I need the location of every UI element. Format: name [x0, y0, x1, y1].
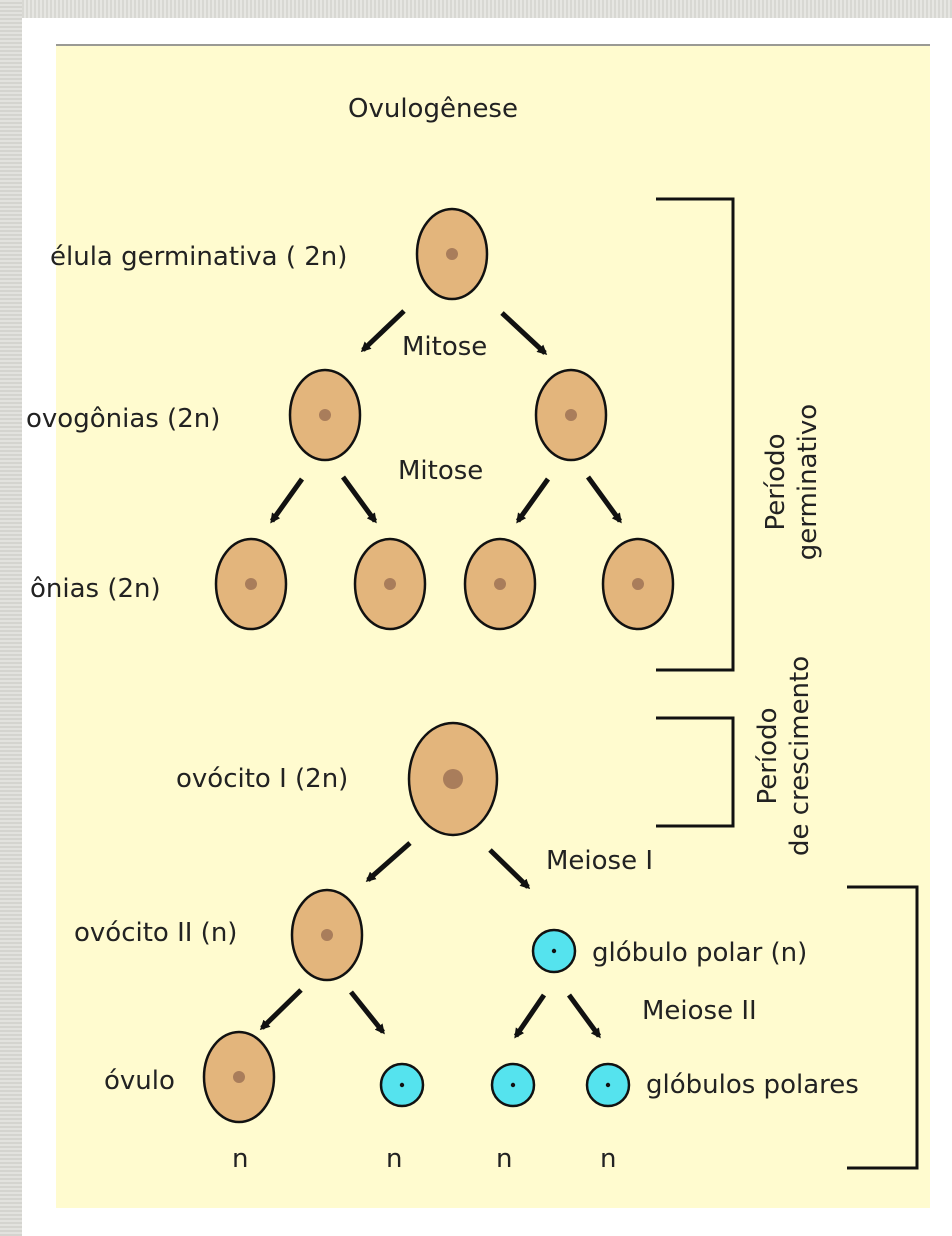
polar-bodies-label: glóbulos polares [646, 1070, 859, 1100]
growth-period-label-line2: de crescimento [785, 655, 815, 856]
oogenesis-diagram [202, 197, 919, 1170]
oocyte-2-label: ovócito II (n) [74, 918, 238, 948]
polar-body-cell [490, 1062, 536, 1108]
nucleus [510, 1082, 516, 1088]
polar-body-cell [379, 1062, 425, 1108]
oogonia-label-1: ovogônias (2n) [26, 404, 221, 434]
nucleus [233, 1071, 245, 1083]
ploidy-label: n [600, 1144, 617, 1174]
oogonia-cell [214, 537, 288, 631]
oogonia-cell [463, 537, 537, 631]
germinative-period-label-line2: germinativo [793, 403, 823, 561]
nucleus [319, 409, 331, 421]
mitosis-label-2: Mitose [398, 456, 484, 486]
arrow [349, 990, 385, 1035]
polar-body-label: glóbulo polar (n) [592, 938, 808, 968]
arrow [515, 477, 551, 524]
diagram-panel: Ovulogênese élula germinativa ( 2n) ovog… [26, 44, 930, 1208]
arrow [340, 475, 378, 524]
oogonia-label-2: ônias (2n) [30, 574, 161, 604]
nucleus [632, 578, 644, 590]
arrow [500, 311, 548, 356]
ovum-label: óvulo [104, 1066, 175, 1096]
oocyte-1-label: ovócito I (2n) [176, 764, 349, 794]
oogonia-cell [353, 537, 427, 631]
oogonia-cell [601, 537, 675, 631]
polar-body-cell [585, 1062, 631, 1108]
nucleus [494, 578, 506, 590]
nucleus [551, 948, 557, 954]
nucleus [245, 578, 257, 590]
ovum-cell [202, 1030, 276, 1124]
mitosis-label-1: Mitose [402, 332, 488, 362]
meiosis-1-label: Meiose I [546, 846, 654, 876]
primary-oocyte-cell [407, 721, 499, 837]
nucleus [399, 1082, 405, 1088]
oogonium-cell [534, 368, 608, 462]
arrow [269, 477, 305, 524]
nucleus [565, 409, 577, 421]
polar-body-cell [531, 928, 577, 974]
top-border [0, 0, 952, 18]
nucleus [443, 769, 463, 789]
left-border [0, 0, 22, 1236]
nucleus [321, 929, 333, 941]
arrow [566, 993, 602, 1039]
meiosis-2-label: Meiose II [642, 996, 757, 1026]
arrow [259, 988, 303, 1031]
germ-cell-label: élula germinativa ( 2n) [50, 242, 348, 272]
growth-period-bracket [656, 716, 735, 828]
nucleus [446, 248, 458, 260]
arrow [360, 309, 406, 353]
arrow [585, 475, 623, 524]
nucleus [605, 1082, 611, 1088]
ploidy-label: n [386, 1144, 403, 1174]
arrow [513, 993, 547, 1039]
oogonium-cell [288, 368, 362, 462]
germinative-period-label-line1: Período [761, 433, 791, 531]
diagram-title: Ovulogênese [348, 94, 518, 124]
ploidy-label: n [232, 1144, 249, 1174]
growth-period-label-line1: Período [753, 707, 783, 805]
secondary-oocyte-cell [290, 888, 364, 982]
ploidy-label: n [496, 1144, 513, 1174]
nucleus [384, 578, 396, 590]
germ-cell [415, 207, 489, 301]
arrow [488, 848, 531, 890]
arrow [365, 841, 412, 882]
germinative-period-bracket [656, 197, 735, 672]
meiosis-bracket [847, 885, 919, 1170]
